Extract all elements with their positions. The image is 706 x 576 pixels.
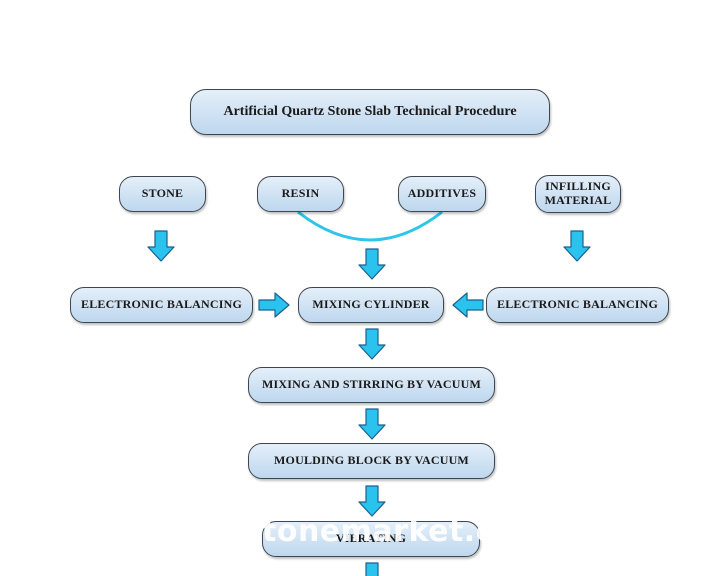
additives-label: ADDITIVES xyxy=(407,186,477,201)
infilling-material-box: INFILLING MATERIAL xyxy=(535,175,621,213)
electronic-balancing-left-box: ELECTRONIC BALANCING xyxy=(70,287,253,323)
infilling-down-arrow-icon xyxy=(563,230,591,262)
stone-label: STONE xyxy=(141,186,184,201)
vibrating-box: VIBRATING xyxy=(262,521,480,557)
electronic-balancing-left-label: ELECTRONIC BALANCING xyxy=(80,297,243,312)
electronic-balancing-right-box: ELECTRONIC BALANCING xyxy=(486,287,669,323)
infilling-material-label: INFILLING MATERIAL xyxy=(544,179,612,207)
electronic-balancing-right-label: ELECTRONIC BALANCING xyxy=(496,297,659,312)
balancing-left-right-arrow-icon xyxy=(258,292,290,318)
cylinder-down-arrow-icon xyxy=(358,328,386,360)
mixing-stirring-box: MIXING AND STIRRING BY VACUUM xyxy=(248,367,495,403)
title-text: Artificial Quartz Stone Slab Technical P… xyxy=(223,103,517,119)
stone-box: STONE xyxy=(119,176,206,212)
resin-additives-down-arrow-icon xyxy=(358,248,386,280)
moulding-block-box: MOULDING BLOCK BY VACUUM xyxy=(248,443,495,479)
additives-box: ADDITIVES xyxy=(398,176,486,212)
stone-down-arrow-icon xyxy=(147,230,175,262)
vibrating-down-arrow-icon xyxy=(358,562,386,576)
title-box: Artificial Quartz Stone Slab Technical P… xyxy=(190,89,550,135)
vibrating-label: VIBRATING xyxy=(335,531,407,546)
resin-box: RESIN xyxy=(257,176,344,212)
resin-additives-connector xyxy=(297,210,443,242)
mixing-cylinder-label: MIXING CYLINDER xyxy=(312,297,430,312)
mixing-stirring-label: MIXING AND STIRRING BY VACUUM xyxy=(262,377,481,392)
moulding-block-label: MOULDING BLOCK BY VACUUM xyxy=(274,453,469,468)
stirring-down-arrow-icon xyxy=(358,408,386,440)
resin-label: RESIN xyxy=(281,186,320,201)
moulding-down-arrow-icon xyxy=(358,485,386,517)
mixing-cylinder-box: MIXING CYLINDER xyxy=(298,287,444,323)
balancing-right-left-arrow-icon xyxy=(452,292,484,318)
